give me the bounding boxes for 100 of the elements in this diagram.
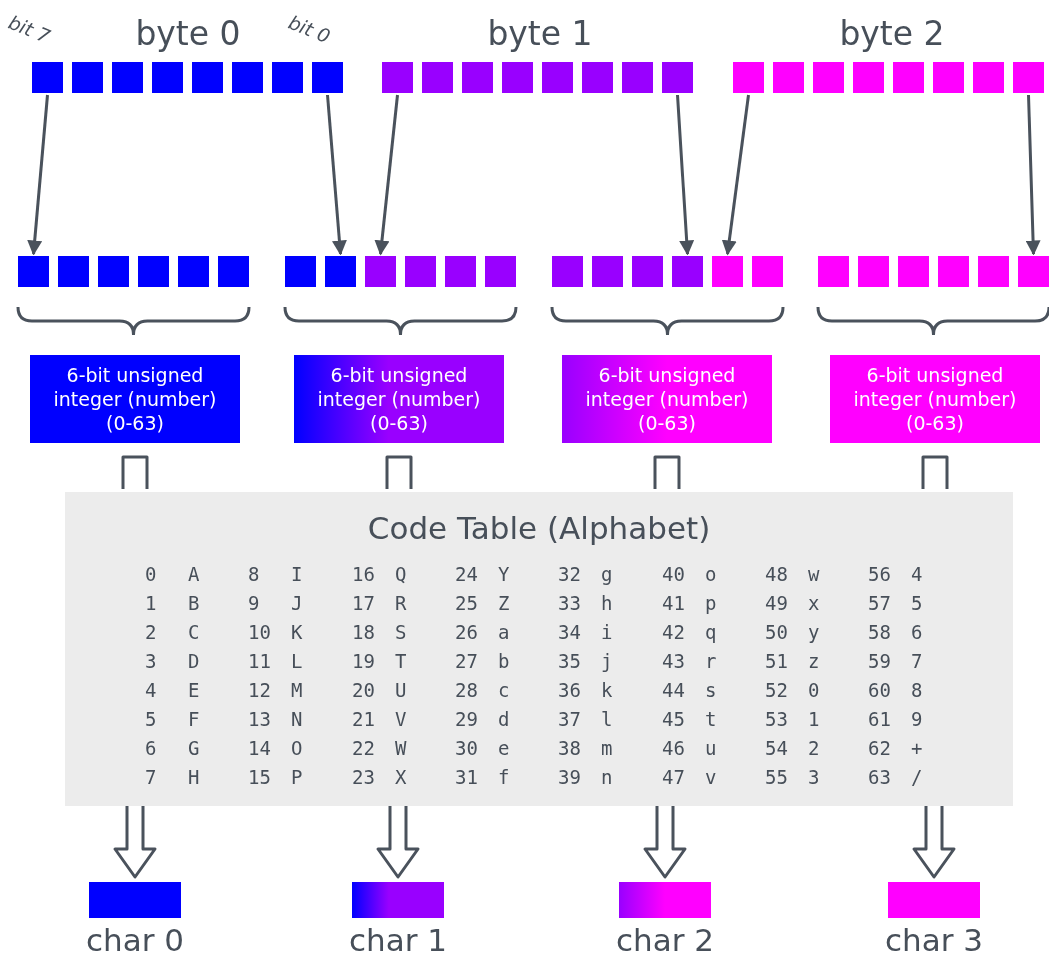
bit-square xyxy=(712,256,743,287)
bit-square xyxy=(773,62,804,93)
table-cell: 11 xyxy=(248,649,271,673)
bit-label: bit 7 xyxy=(5,10,54,48)
table-cell: 27 xyxy=(455,649,478,673)
table-cell: E xyxy=(188,678,200,702)
table-cell: / xyxy=(911,765,923,789)
bit-square xyxy=(893,62,924,93)
bit-square xyxy=(542,62,573,93)
hollow-arrow xyxy=(921,455,949,491)
table-cell: 25 xyxy=(455,591,478,615)
table-cell: 10 xyxy=(248,620,271,644)
table-cell: K xyxy=(291,620,303,644)
arrow xyxy=(676,94,695,256)
bit-square xyxy=(218,256,249,287)
table-cell: 44 xyxy=(662,678,685,702)
hollow-arrow xyxy=(376,804,420,879)
bit-square xyxy=(178,256,209,287)
table-cell: 0 xyxy=(145,562,157,586)
table-cell: M xyxy=(291,678,303,702)
table-cell: u xyxy=(705,736,717,760)
bit-square xyxy=(592,256,623,287)
table-cell: 58 xyxy=(868,620,891,644)
hollow-arrow xyxy=(121,455,149,491)
table-cell: 0 xyxy=(808,678,820,702)
table-cell: 38 xyxy=(558,736,581,760)
table-cell: 8 xyxy=(248,562,260,586)
byte-heading: byte 0 xyxy=(135,14,241,53)
arrow xyxy=(326,94,347,256)
table-cell: i xyxy=(601,620,613,644)
table-cell: 53 xyxy=(765,707,788,731)
table-cell: P xyxy=(291,765,303,789)
table-cell: r xyxy=(705,649,717,673)
table-cell: Y xyxy=(498,562,510,586)
bit-square xyxy=(325,256,356,287)
table-cell: w xyxy=(808,562,820,586)
table-cell: y xyxy=(808,620,820,644)
bit-square xyxy=(978,256,1009,287)
bit-square xyxy=(232,62,263,93)
table-cell: T xyxy=(395,649,407,673)
table-cell: a xyxy=(498,620,510,644)
table-cell: 15 xyxy=(248,765,271,789)
table-cell: 2 xyxy=(145,620,157,644)
table-cell: 45 xyxy=(662,707,685,731)
bit-label: bit 0 xyxy=(285,10,334,48)
table-cell: 57 xyxy=(868,591,891,615)
bit-square xyxy=(138,256,169,287)
table-cell: q xyxy=(705,620,717,644)
hollow-arrow xyxy=(653,455,681,491)
table-cell: f xyxy=(498,765,510,789)
table-cell: 31 xyxy=(455,765,478,789)
char-label: char 0 xyxy=(86,922,184,958)
table-cell: 12 xyxy=(248,678,271,702)
table-cell: 29 xyxy=(455,707,478,731)
table-cell: 22 xyxy=(352,736,375,760)
table-cell: O xyxy=(291,736,303,760)
table-cell: 9 xyxy=(911,707,923,731)
table-cell: Z xyxy=(498,591,510,615)
number-box: 6-bit unsigned integer (number) (0-63) xyxy=(562,355,772,443)
bit-square xyxy=(973,62,1004,93)
bit-square xyxy=(502,62,533,93)
table-cell: m xyxy=(601,736,613,760)
table-cell: 36 xyxy=(558,678,581,702)
table-cell: z xyxy=(808,649,820,673)
bit-square xyxy=(382,62,413,93)
table-cell: 56 xyxy=(868,562,891,586)
table-cell: h xyxy=(601,591,613,615)
table-cell: 37 xyxy=(558,707,581,731)
table-cell: 60 xyxy=(868,678,891,702)
table-cell: A xyxy=(188,562,200,586)
bit-square xyxy=(58,256,89,287)
char-label: char 2 xyxy=(616,922,714,958)
table-cell: 6 xyxy=(911,620,923,644)
table-cell: 39 xyxy=(558,765,581,789)
table-cell: 52 xyxy=(765,678,788,702)
table-cell: D xyxy=(188,649,200,673)
number-box: 6-bit unsigned integer (number) (0-63) xyxy=(830,355,1040,443)
table-cell: t xyxy=(705,707,717,731)
table-cell: 1 xyxy=(808,707,820,731)
table-cell: F xyxy=(188,707,200,731)
bit-square xyxy=(818,256,849,287)
bit-square xyxy=(898,256,929,287)
table-cell: 46 xyxy=(662,736,685,760)
table-cell: 48 xyxy=(765,562,788,586)
table-cell: B xyxy=(188,591,200,615)
table-cell: n xyxy=(601,765,613,789)
table-cell: 1 xyxy=(145,591,157,615)
table-cell: 40 xyxy=(662,562,685,586)
table-cell: 16 xyxy=(352,562,375,586)
table-cell: 51 xyxy=(765,649,788,673)
table-cell: 13 xyxy=(248,707,271,731)
table-cell: 32 xyxy=(558,562,581,586)
table-cell: 63 xyxy=(868,765,891,789)
table-cell: 24 xyxy=(455,562,478,586)
bit-square xyxy=(112,62,143,93)
table-cell: 4 xyxy=(911,562,923,586)
table-cell: 61 xyxy=(868,707,891,731)
bit-square xyxy=(552,256,583,287)
table-cell: H xyxy=(188,765,200,789)
table-cell: 18 xyxy=(352,620,375,644)
